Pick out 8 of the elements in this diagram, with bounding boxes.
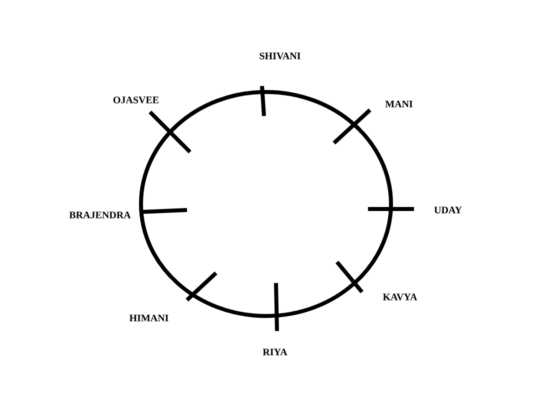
name-label: HIMANI <box>129 314 168 322</box>
name-label: KAVYA <box>382 294 418 300</box>
name-label: BRAJENDRA <box>69 212 131 218</box>
name-label: MANI <box>385 100 413 108</box>
name-label: OJASVEE <box>113 96 159 104</box>
name-label: RIYA <box>262 348 288 356</box>
name-label: SHIVANI <box>260 52 300 60</box>
name-label: UDAY <box>434 206 462 214</box>
